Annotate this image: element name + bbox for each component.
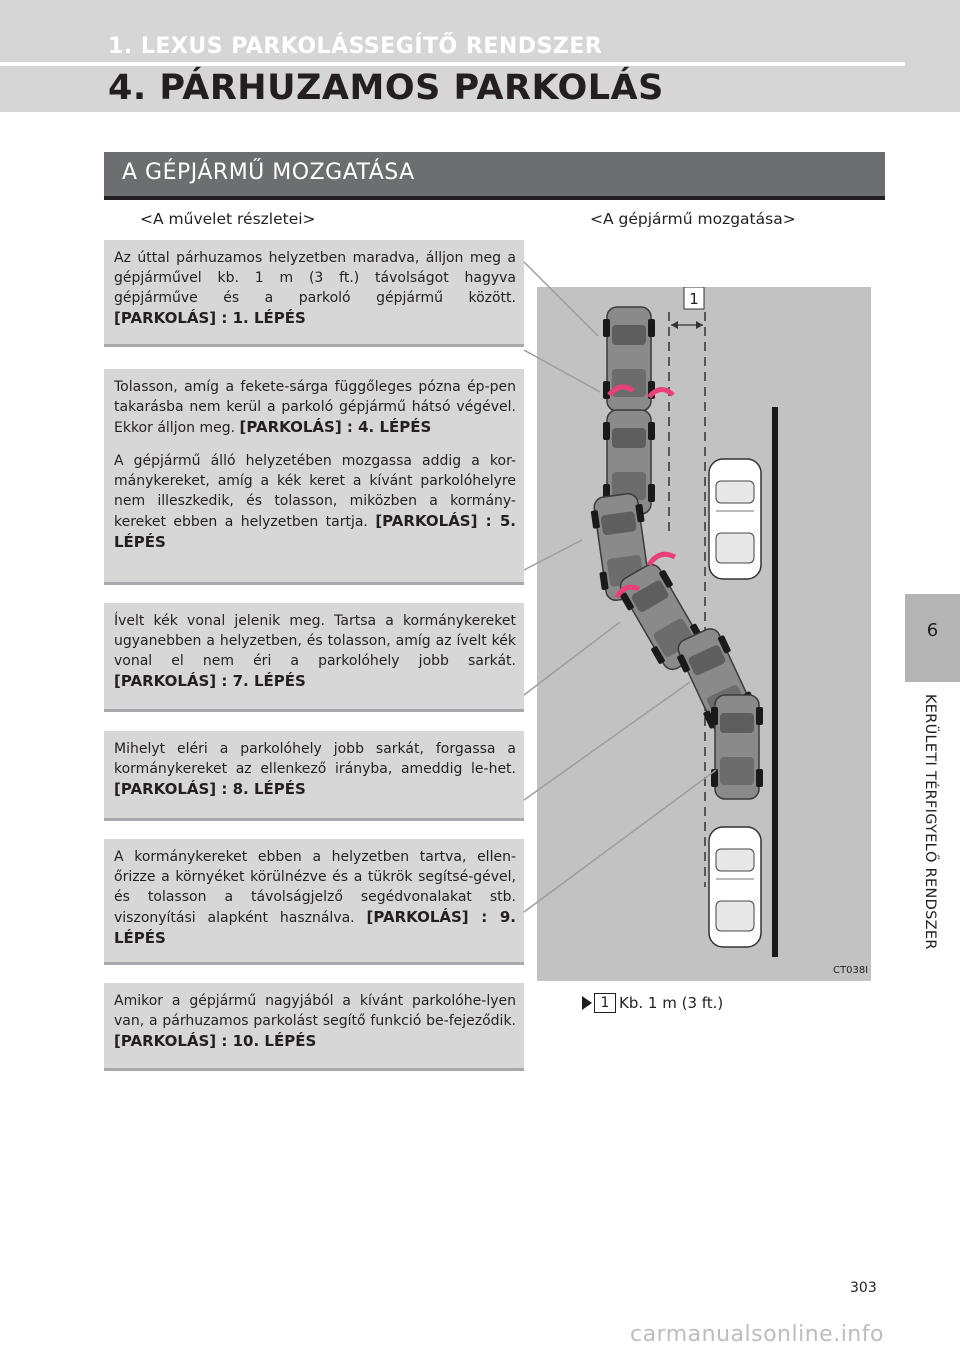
illustration-code: CT038I <box>833 965 868 976</box>
chapter-label: KERÜLETI TÉRFIGYELŐ RENDSZER <box>922 694 938 950</box>
step-text: Az úttal párhuzamos helyzetben maradva, … <box>114 250 516 306</box>
step-box-5: A kormánykereket ebben a helyzetben tart… <box>104 839 524 965</box>
step-ref: [PARKOLÁS] : 4. LÉPÉS <box>239 418 432 436</box>
watermark: carmanualsonline.info <box>630 1322 884 1347</box>
step-text: Tolasson, amíg a fekete-sárga függőleges… <box>114 379 516 436</box>
chapter-number: 6 <box>926 620 939 641</box>
page-number: 303 <box>850 1280 877 1296</box>
curb-line <box>772 407 778 957</box>
dimension-arrowheads <box>671 321 703 329</box>
pointer-triangle-icon <box>582 996 592 1010</box>
step-ref: [PARKOLÁS] : 9. LÉPÉS <box>114 908 516 947</box>
step-ref: [PARKOLÁS] : 10. LÉPÉS <box>114 1032 317 1050</box>
left-column-heading: <A művelet részletei> <box>140 210 316 228</box>
step-ref: [PARKOLÁS] : 1. LÉPÉS <box>114 309 306 327</box>
chapter-tab <box>905 594 960 682</box>
step-text: Ívelt kék vonal jelenik meg. Tartsa a ko… <box>114 613 516 669</box>
step-text: Mihelyt eléri a parkolóhely jobb sarkát,… <box>114 741 516 777</box>
parking-illustration: 1 CT038I <box>537 286 871 981</box>
section-label: 1. LEXUS PARKOLÁSSEGÍTŐ RENDSZER <box>108 34 603 59</box>
step-text: A kormánykereket ebben a helyzetben tart… <box>114 849 516 926</box>
step-text: A gépjármű álló helyzetében mozgassa add… <box>114 453 516 530</box>
page-title: 4. PÁRHUZAMOS PARKOLÁS <box>108 68 664 108</box>
step-box-1: Az úttal párhuzamos helyzetben maradva, … <box>104 240 524 347</box>
turn-arrow-icon <box>607 384 635 397</box>
callout-number: 1 <box>689 290 699 308</box>
step-ref: [PARKOLÁS] : 8. LÉPÉS <box>114 780 306 798</box>
header-band <box>0 0 960 112</box>
turn-arrows <box>607 384 677 599</box>
step-box-3: Ívelt kék vonal jelenik meg. Tartsa a ko… <box>104 603 524 712</box>
step-box-6: Amikor a gépjármű nagyjából a kívánt par… <box>104 983 524 1071</box>
callout-ref-box: 1 <box>594 993 616 1013</box>
parking-diagram: 1 CT038I <box>588 286 868 976</box>
step-text: Amikor a gépjármű nagyjából a kívánt par… <box>114 993 516 1029</box>
right-column-heading: <A gépjármű mozgatása> <box>590 210 796 228</box>
subsection-bar: A GÉPJÁRMŰ MOZGATÁSA <box>104 152 885 200</box>
step-box-2: Tolasson, amíg a fekete-sárga függőleges… <box>104 369 524 585</box>
step-ref: [PARKOLÁS] : 5. LÉPÉS <box>114 512 516 551</box>
subsection-title: A GÉPJÁRMŰ MOZGATÁSA <box>122 160 415 185</box>
turn-arrow-icon <box>646 551 677 567</box>
step-ref: [PARKOLÁS] : 7. LÉPÉS <box>114 672 306 690</box>
turn-arrow-icon <box>647 387 675 399</box>
footnote-text: Kb. 1 m (3 ft.) <box>619 994 724 1012</box>
callout-box <box>683 286 705 310</box>
step-box-4: Mihelyt eléri a parkolóhely jobb sarkát,… <box>104 731 524 821</box>
turn-arrow-icon <box>614 584 640 599</box>
header-rule <box>0 62 905 66</box>
